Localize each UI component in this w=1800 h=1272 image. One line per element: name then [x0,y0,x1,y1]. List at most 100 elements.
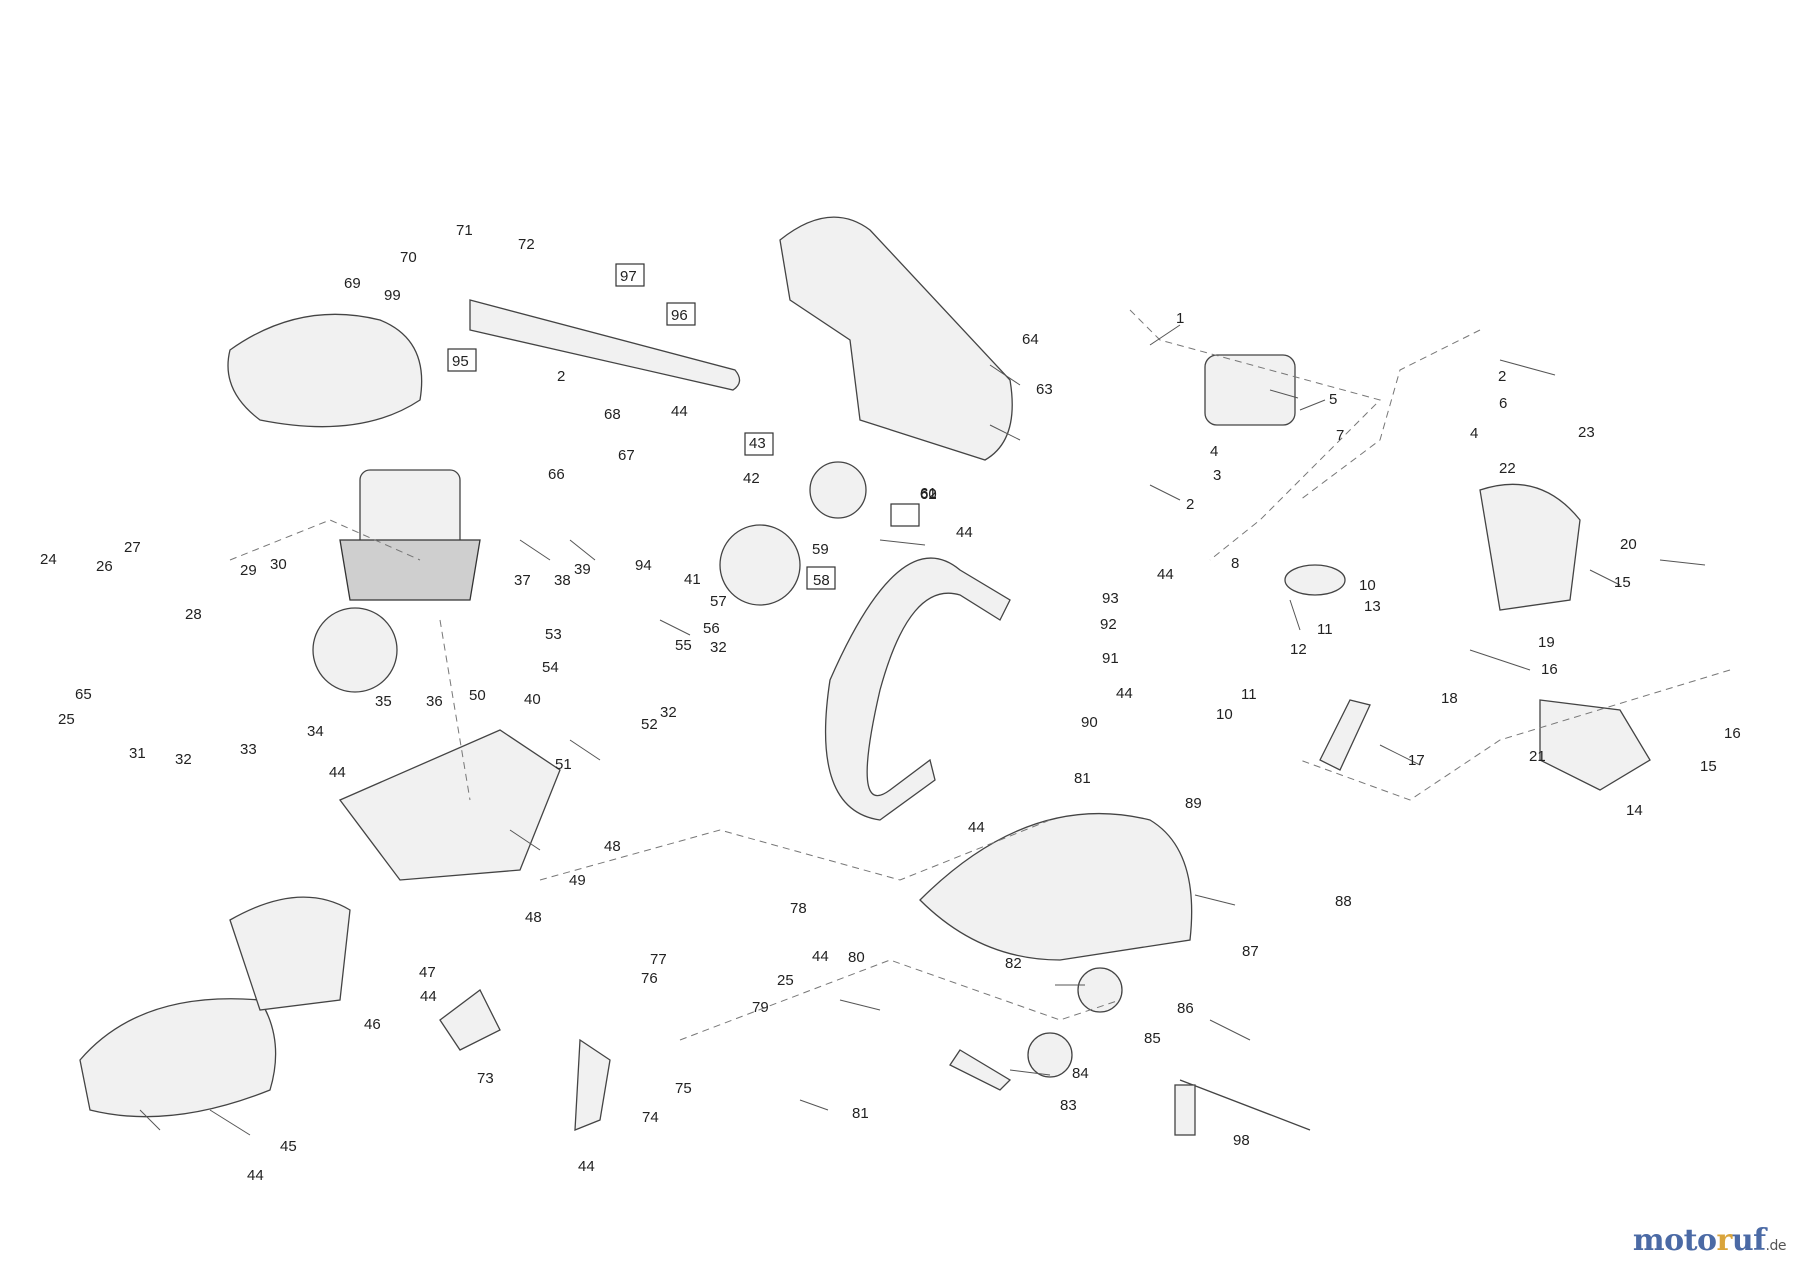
part-label: 20 [1620,536,1637,553]
part-label: 44 [247,1167,264,1184]
part-label: 13 [1364,598,1381,615]
part-label: 5 [1329,391,1337,408]
part-label: 83 [1060,1097,1077,1114]
part-label: 35 [375,693,392,710]
leader-lines [139,324,1706,1136]
part-label: 82 [1005,955,1022,972]
part-label: 4 [1210,443,1218,460]
part-label: 44 [968,819,985,836]
part-label: 23 [1578,424,1595,441]
part-label: 44 [956,524,973,541]
part-label: 58 [813,572,830,589]
part-label: 15 [1700,758,1717,775]
part-label: 75 [675,1080,692,1097]
part-label: 25 [777,972,794,989]
part-label: 4 [1470,425,1478,442]
part-label: 50 [469,687,486,704]
part-label: 44 [329,764,346,781]
part-label: 97 [620,268,637,285]
highlight-boxes [447,263,920,590]
part-label: 74 [642,1109,659,1126]
watermark-text-1: moto [1632,1223,1717,1258]
part-label: 2 [1498,368,1506,385]
part-label: 2 [557,368,565,385]
part-label: 16 [1541,661,1558,678]
part-label: 91 [1102,650,1119,667]
part-label: 7 [1336,427,1344,444]
brand-watermark: motoruf.de [1632,1223,1787,1258]
part-label: 14 [1626,802,1643,819]
part-label: 12 [1290,641,1307,658]
part-label: 46 [364,1016,381,1033]
part-label: 88 [1335,893,1352,910]
part-label: 42 [743,470,760,487]
part-label: 32 [175,751,192,768]
part-label: 64 [1022,331,1039,348]
part-label: 6 [1499,395,1507,412]
part-label: 95 [452,353,469,370]
part-label: 52 [641,716,658,733]
part-label: 99 [384,287,401,304]
part-label: 21 [1529,748,1546,765]
part-label: 63 [1036,381,1053,398]
part-label: 68 [604,406,621,423]
part-label: 90 [1081,714,1098,731]
part-label: 36 [426,693,443,710]
part-label: 19 [1538,634,1555,651]
part-label: 11 [1317,621,1333,638]
part-label: 34 [307,723,324,740]
part-label: 81 [1074,770,1091,787]
part-label: 26 [96,558,113,575]
part-label: 11 [1241,686,1257,703]
part-label: 56 [703,620,720,637]
part-label: 76 [641,970,658,987]
watermark-text-2: r [1716,1223,1733,1258]
watermark-tld: .de [1765,1238,1787,1254]
part-label: 17 [1408,752,1425,769]
part-label: 28 [185,606,202,623]
part-label: 92 [1100,616,1117,633]
part-label: 44 [1116,685,1133,702]
part-label: 59 [812,541,829,558]
part-label: 71 [456,222,473,239]
part-label: 80 [848,949,865,966]
part-label: 31 [129,745,146,762]
part-label: 27 [124,539,141,556]
part-label: 51 [555,756,572,773]
part-label: 87 [1242,943,1259,960]
part-label: 16 [1724,725,1741,742]
part-label: 29 [240,562,257,579]
part-label: 84 [1072,1065,1089,1082]
part-label: 70 [400,249,417,266]
part-label: 2 [1186,496,1194,513]
part-label: 54 [542,659,559,676]
part-label: 10 [1216,706,1233,723]
part-label: 47 [419,964,436,981]
part-label: 32 [660,704,677,721]
part-label: 81 [852,1105,869,1122]
part-label: 39 [574,561,591,578]
part-label: 78 [790,900,807,917]
part-label: 45 [280,1138,297,1155]
part-label: 24 [40,551,57,568]
part-label: 89 [1185,795,1202,812]
part-label: 62 [920,486,937,503]
part-label: 48 [525,909,542,926]
component-drawings [79,216,1651,1136]
part-label: 49 [569,872,586,889]
part-label: 32 [710,639,727,656]
assembly-guide-lines [229,309,1731,1041]
part-label: 96 [671,307,688,324]
part-label: 25 [58,711,75,728]
part-number-labels: 1 2 2 2 3 4 4 5 6 7 8 10 10 11 11 12 13 … [40,222,1741,1184]
part-label: 85 [1144,1030,1161,1047]
part-label: 98 [1233,1132,1250,1149]
part-label: 48 [604,838,621,855]
part-label: 15 [1614,574,1631,591]
part-label: 73 [477,1070,494,1087]
part-label: 43 [749,435,766,452]
part-label: 40 [524,691,541,708]
part-label: 66 [548,466,565,483]
part-label: 18 [1441,690,1458,707]
